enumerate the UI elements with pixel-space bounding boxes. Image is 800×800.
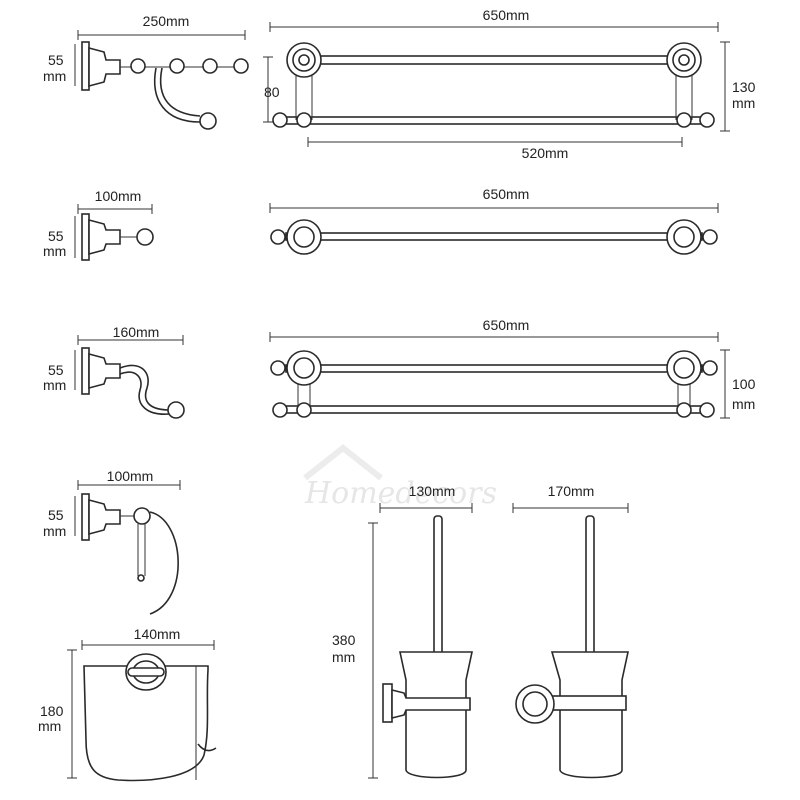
hook-knob [199, 112, 217, 130]
dim-label-width: 650mm [483, 317, 530, 333]
hook-arm [159, 67, 201, 117]
end-knob [699, 112, 715, 128]
mount-base [88, 218, 121, 256]
dim-label-width: 140mm [134, 626, 181, 642]
wall-plate [81, 41, 90, 91]
dim-label-width: 100mm [95, 188, 142, 204]
toilet-brush-front-drawing: 170mm [512, 483, 629, 779]
upper-bar [285, 364, 703, 373]
dim-label-width: 170mm [548, 483, 595, 499]
end-knob [272, 402, 288, 418]
double-towel-rack-drawing: 650mm 80 130 mm 520mm [263, 7, 756, 161]
dim-label-inner: 520mm [522, 145, 569, 161]
dim-label-width: 100mm [107, 468, 154, 484]
mount-screw [298, 54, 310, 66]
mount-rosette [522, 691, 548, 717]
single-robe-hook-drawing: 100mm 55 mm [43, 188, 154, 261]
mount-screw [678, 54, 690, 66]
cover-tip [197, 743, 217, 752]
dim-label-depth: 55 [48, 362, 64, 378]
dim-label-width: 160mm [113, 324, 160, 340]
hook-arm [154, 67, 201, 123]
holder-ring [391, 688, 471, 720]
hook-knob [130, 58, 146, 74]
dim-label-depth: 55 [48, 507, 64, 523]
end-knob [270, 360, 286, 376]
end-knob [296, 402, 312, 418]
wall-plate [81, 213, 90, 261]
holder-loop [149, 511, 179, 615]
brush-cup [399, 651, 473, 779]
mount-base [88, 352, 121, 390]
covered-paper-holder-drawing: 140mm 180 mm [38, 626, 217, 782]
robe-hook-five-drawing: 250mm 55 mm [43, 13, 249, 130]
end-knob [270, 229, 286, 245]
end-knob [676, 402, 692, 418]
mount-rosette [293, 357, 315, 379]
dim-label-height-unit: mm [732, 396, 755, 412]
dim-label-height: 100 [732, 376, 756, 392]
dim-label-height: 380 [332, 632, 356, 648]
double-towel-bar-drawing: 650mm 100 mm [269, 317, 756, 419]
mount-knob [127, 667, 165, 677]
end-knob [702, 229, 718, 245]
single-towel-bar-drawing: 650mm [269, 186, 719, 255]
dim-label-height-unit: mm [332, 649, 355, 665]
watermark-house-icon [303, 444, 383, 481]
wall-plate [81, 347, 90, 395]
brush-handle [585, 515, 595, 657]
mount-base [88, 498, 121, 536]
mount-rosette [673, 226, 695, 248]
hook-knob [233, 58, 249, 74]
hook-knob [202, 58, 218, 74]
dim-label-depth: 55 [48, 228, 64, 244]
end-knob [272, 112, 288, 128]
holder-ring [549, 695, 627, 711]
brush-handle [433, 515, 443, 657]
lower-bar [285, 405, 703, 414]
dim-label-depth-unit: mm [43, 523, 66, 539]
paper-cover [83, 665, 209, 782]
end-knob [296, 112, 312, 128]
mount-rosette [293, 226, 315, 248]
dim-label-height-unit: mm [38, 718, 61, 734]
dim-label-height: 180 [40, 703, 64, 719]
holder-tip [137, 574, 145, 582]
dim-label-depth-unit: mm [43, 377, 66, 393]
dim-label-depth-unit: mm [43, 68, 66, 84]
wall-plate [382, 683, 393, 723]
end-knob [699, 402, 715, 418]
towel-bar [285, 232, 703, 241]
watermark-text: Homedecors [304, 476, 497, 511]
dim-label-width: 250mm [143, 13, 190, 29]
dim-label-height: 130 [732, 79, 756, 95]
dim-label-depth: 55 [48, 52, 64, 68]
hook-knob [169, 58, 185, 74]
wall-plate [81, 493, 90, 541]
hook-arm [119, 371, 171, 415]
dim-label-width: 650mm [483, 7, 530, 23]
brush-cup [550, 651, 629, 779]
dim-label-spacing: 80 [264, 84, 280, 100]
toilet-brush-side-drawing: 130mm 380 mm [332, 483, 473, 779]
dim-label-height-unit: mm [732, 95, 755, 111]
curved-robe-hook-drawing: 160mm 55 mm [43, 324, 185, 419]
mount-base [88, 46, 121, 88]
dim-label-width: 130mm [409, 483, 456, 499]
hook-knob [167, 401, 185, 419]
end-knob [676, 112, 692, 128]
mount-rosette [673, 357, 695, 379]
holder-knob [133, 507, 151, 525]
hook-knob [136, 228, 154, 246]
dim-label-depth-unit: mm [43, 243, 66, 259]
lower-rail [285, 116, 703, 125]
end-knob [702, 360, 718, 376]
watermark: Homedecors [303, 444, 497, 511]
dim-label-width: 650mm [483, 186, 530, 202]
hook-arm [119, 364, 171, 411]
upper-rail [299, 55, 689, 65]
open-paper-holder-drawing: 100mm 55 mm [43, 468, 181, 615]
